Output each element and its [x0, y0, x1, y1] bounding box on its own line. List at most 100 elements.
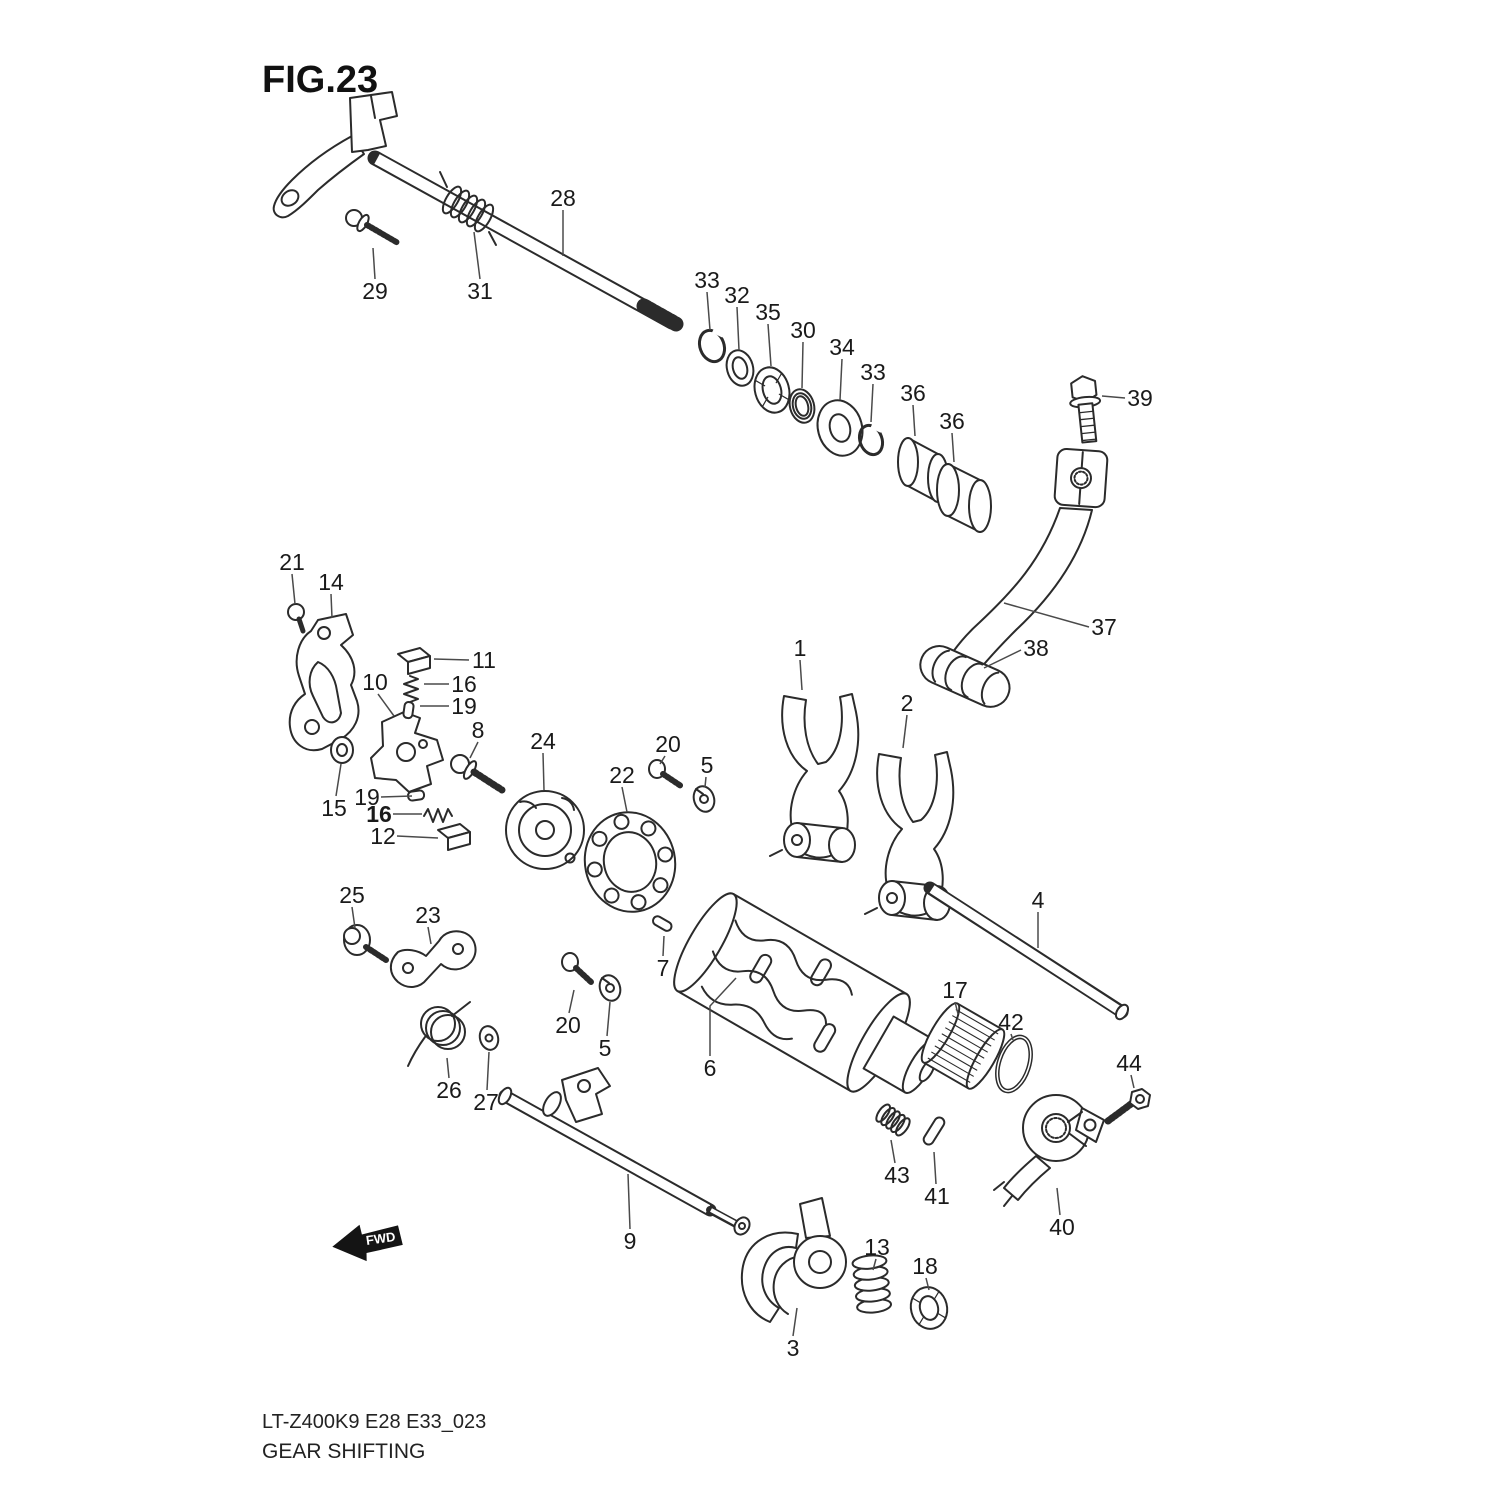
callout-15: 15: [321, 795, 347, 821]
fwd-arrow-shape: [332, 1224, 403, 1262]
callout-6: 6: [704, 1055, 717, 1081]
leader-line-35: [767, 323, 772, 367]
leader-line-3: [792, 1307, 798, 1337]
part-8-bolt: [450, 754, 506, 794]
callout-43: 43: [884, 1162, 910, 1188]
part-24-cam-drive-plate: [505, 790, 585, 870]
callout-37: 37: [1091, 614, 1117, 640]
leader-line-26: [446, 1057, 450, 1079]
part-42-o-ring: [995, 1034, 1033, 1094]
part-23-cam-stopper-link: [389, 930, 477, 988]
part-38-pedal-rubber: [919, 645, 1011, 708]
part-21-bolt: [287, 603, 306, 634]
leader-line-7: [662, 935, 665, 957]
leader-line-39: [1101, 395, 1126, 399]
part-5-washer-a: [692, 785, 716, 813]
leader-line-6: [709, 977, 737, 1056]
part-9-fork-shaft: [497, 1067, 751, 1236]
leader-line-1: [799, 659, 803, 691]
part-17-needle-bearing: [920, 1002, 1006, 1090]
callout-30: 30: [790, 317, 816, 343]
callout-32: 32: [724, 282, 750, 308]
part-16-spring-a: [403, 675, 419, 703]
callout-31: 31: [467, 278, 493, 304]
footer-model-code: LT-Z400K9 E28 E33_023: [262, 1411, 486, 1433]
callout-36: 36: [939, 408, 965, 434]
leader-line-36: [912, 404, 916, 437]
leader-line-33: [870, 383, 874, 423]
part-44-bolt: [1104, 1088, 1151, 1125]
callout-35: 35: [755, 299, 781, 325]
callout-13: 13: [864, 1234, 890, 1260]
callout-21: 21: [279, 549, 305, 575]
callout-22: 22: [609, 762, 635, 788]
figure-title: FIG.23: [262, 59, 378, 101]
leader-line-18: [925, 1277, 930, 1291]
leader-line-5: [606, 1001, 611, 1037]
leader-line-37: [1003, 602, 1090, 628]
leader-line-21: [291, 573, 296, 605]
leader-line-24: [542, 752, 545, 791]
part-33-circlip-b: [857, 421, 885, 457]
part-28-gearshift-shaft: [272, 91, 684, 332]
callout-33: 33: [860, 359, 886, 385]
callout-38: 38: [1023, 635, 1049, 661]
callout-5: 5: [701, 752, 714, 778]
leader-line-44: [1130, 1074, 1135, 1089]
callout-27: 27: [473, 1089, 499, 1115]
leader-line-5: [704, 776, 707, 788]
part-25-bolt: [343, 924, 389, 963]
leader-line-23: [427, 926, 432, 945]
part-5-washer-b: [598, 974, 622, 1002]
callout-40: 40: [1049, 1214, 1075, 1240]
callout-16: 16: [451, 671, 477, 697]
leader-line-14: [330, 593, 333, 619]
leader-line-20: [568, 989, 575, 1014]
part-19-pin-a: [402, 701, 415, 720]
leader-line-20: [659, 755, 666, 765]
part-30-spacer: [788, 388, 816, 424]
callout-4: 4: [1032, 887, 1045, 913]
part-33-circlip-a: [697, 326, 727, 364]
leader-line-15: [335, 763, 342, 797]
callout-41: 41: [924, 1183, 950, 1209]
callout-34: 34: [829, 334, 855, 360]
callout-7: 7: [657, 955, 670, 981]
callout-26: 26: [436, 1077, 462, 1103]
callout-14: 14: [318, 569, 344, 595]
part-18-retainer: [909, 1286, 949, 1330]
part-41-pin: [922, 1116, 946, 1146]
leader-line-8: [469, 741, 479, 759]
part-11-pawl: [397, 647, 431, 675]
callout-24: 24: [530, 728, 556, 754]
leader-line-22: [621, 786, 628, 813]
part-13-spring: [851, 1254, 893, 1314]
leader-line-34: [839, 358, 843, 401]
callout-5: 5: [599, 1035, 612, 1061]
callout-16: 16: [366, 801, 392, 827]
callout-3: 3: [787, 1335, 800, 1361]
leader-line-41: [933, 1151, 937, 1185]
callout-42: 42: [998, 1009, 1024, 1035]
part-32-washer: [725, 349, 755, 387]
leader-line-38: [983, 649, 1022, 669]
callout-2: 2: [901, 690, 914, 716]
part-31-return-spring: [439, 171, 497, 246]
part-22-bearing: [583, 811, 677, 913]
callout-1: 1: [794, 635, 807, 661]
callout-20: 20: [555, 1012, 581, 1038]
part-26-torsion-spring: [407, 1001, 471, 1067]
part-1-shift-fork: [769, 693, 860, 863]
part-7-pin: [651, 915, 673, 932]
leader-line-19: [380, 795, 413, 798]
callout-19: 19: [354, 784, 380, 810]
leader-line-17: [954, 1001, 959, 1015]
part-15-washer: [330, 736, 354, 764]
callout-10: 10: [362, 669, 388, 695]
callout-17: 17: [942, 977, 968, 1003]
leader-line-32: [736, 306, 740, 351]
part-34-washer: [816, 399, 864, 457]
leader-line-2: [902, 714, 908, 749]
